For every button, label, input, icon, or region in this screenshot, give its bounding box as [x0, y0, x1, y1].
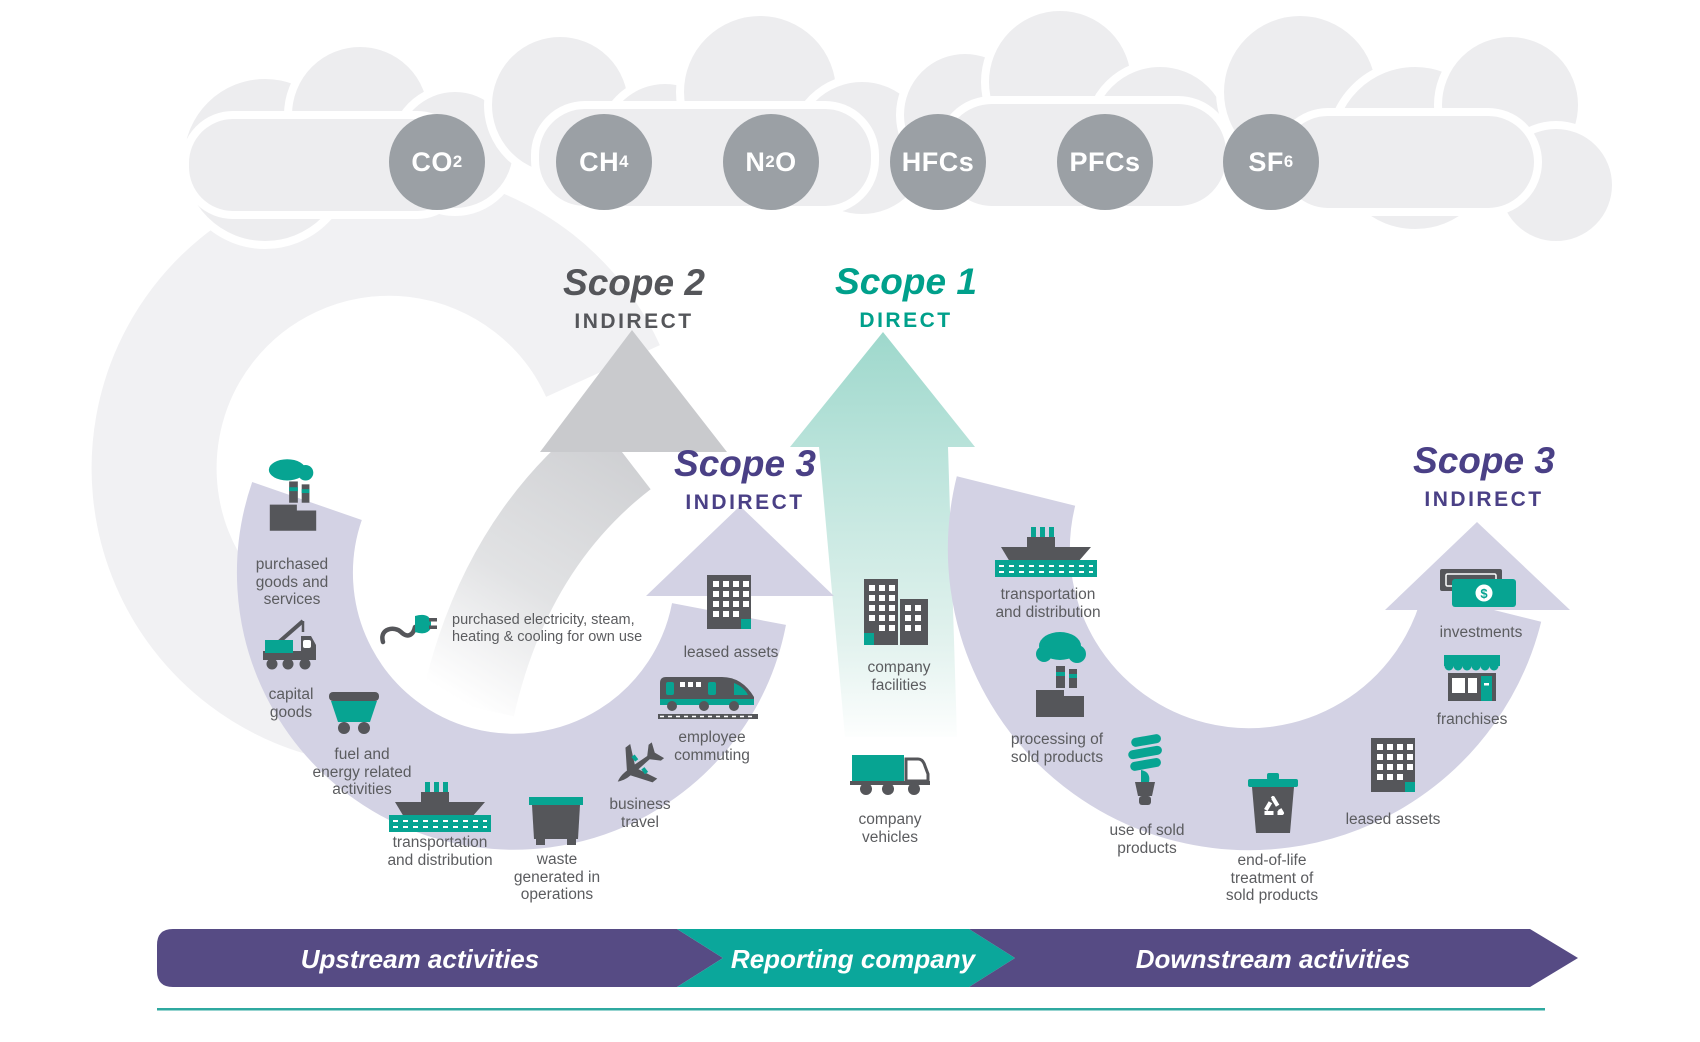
scope3-upstream-title: Scope 3 [674, 443, 816, 484]
recycle-bin-icon [1245, 770, 1301, 836]
banner [157, 929, 1578, 1011]
scope3-downstream-title: Scope 3 [1413, 440, 1555, 481]
upstream-arrow-head [646, 506, 834, 596]
banner-downstream-segment [969, 929, 1578, 987]
plane-icon [610, 737, 668, 793]
downstream-band [947, 476, 1542, 851]
activity-label-purchased-electricity: purchased electricity, steam,heating & c… [452, 612, 643, 645]
gas-circle-pfcs: PFCs [1057, 114, 1153, 210]
store-icon [1441, 651, 1503, 703]
activity-label-leased-assets-upstream: leased assets [683, 644, 779, 661]
building-icon [1363, 736, 1423, 794]
scope1-title: Scope 1 [835, 261, 977, 302]
scope3-upstream-label: Scope 3 INDIRECT [575, 443, 915, 515]
banner-reporting-label: Reporting company [730, 944, 976, 974]
building-icon [699, 573, 759, 631]
downstream-arrow-head [1385, 522, 1570, 610]
scope3-downstream-subtitle: INDIRECT [1424, 488, 1544, 511]
scope1-subtitle: DIRECT [859, 309, 953, 332]
upstream-band [236, 482, 786, 850]
factory-smoke-icon [1032, 630, 1090, 718]
svg-text:$: $ [1480, 586, 1488, 601]
banner-downstream-label: Downstream activities [1135, 944, 1411, 974]
dumpster-icon [525, 787, 587, 849]
gas-circle-hfcs: HFCs [890, 114, 986, 210]
clouds [176, 3, 1620, 249]
crane-truck-icon [257, 611, 321, 675]
factory-icon [264, 456, 322, 533]
scope2-title: Scope 2 [563, 262, 705, 303]
banner-upstream-segment [157, 929, 723, 987]
box-truck-icon [848, 749, 932, 799]
decorative-swirl [91, 170, 660, 762]
buildings-icon [858, 577, 934, 647]
scope3-downstream-label: Scope 3 INDIRECT [1314, 440, 1654, 512]
scope2-label: Scope 2 INDIRECT [464, 262, 804, 334]
train-icon [656, 673, 760, 725]
mine-cart-icon [327, 682, 381, 736]
scope2-subtitle: INDIRECT [574, 310, 694, 333]
money-icon: $ [1432, 567, 1524, 611]
plug-icon [379, 608, 437, 646]
ship-icon [387, 780, 493, 834]
bottom-rule-line [157, 1008, 1545, 1011]
scope1-label: Scope 1 DIRECT [736, 261, 1076, 333]
scope1-arrow [790, 332, 975, 737]
scope2-arrow-tail [422, 414, 652, 717]
ship-icon [993, 525, 1099, 579]
banner-reporting-segment [677, 929, 1015, 987]
activity-label-leased-assets-downstream: leased assets [1345, 811, 1441, 828]
banner-upstream-label: Upstream activities [300, 944, 540, 974]
scope3-upstream-subtitle: INDIRECT [685, 491, 805, 514]
cloud-group-2 [484, 8, 936, 222]
scope2-arrow-head [540, 330, 727, 452]
activity-label-investments: investments [1439, 624, 1523, 641]
cfl-bulb-icon [1123, 732, 1167, 816]
activity-label-franchises: franchises [1436, 711, 1508, 728]
